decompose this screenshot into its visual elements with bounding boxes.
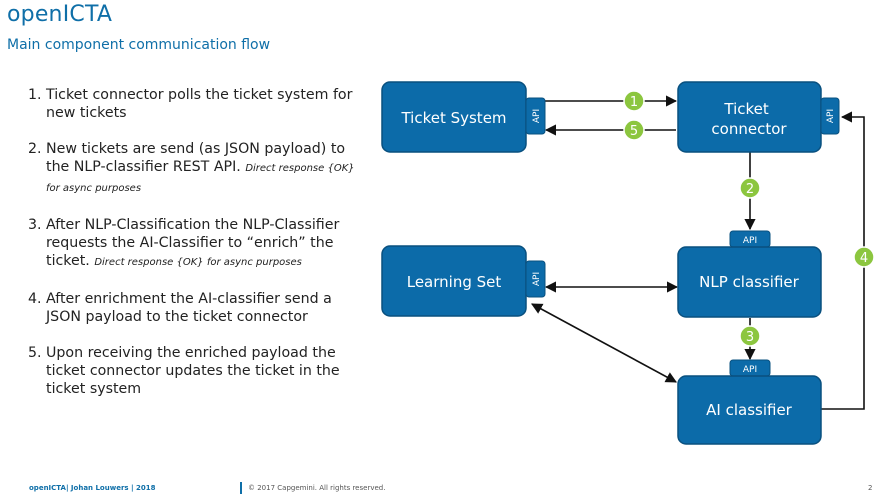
- api-port-label: API: [532, 272, 542, 286]
- step-note: Direct response {OK} for async purposes: [46, 163, 355, 194]
- step-item: 4. After enrichment the AI-classifier se…: [28, 290, 368, 326]
- step-text: New tickets are send (as JSON payload) t…: [46, 140, 368, 198]
- node-nlp-classifier: [677, 246, 822, 318]
- footer-copyright: © 2017 Capgemini. All rights reserved.: [248, 484, 386, 492]
- api-port: [820, 97, 840, 135]
- step-item: 3. After NLP-Classification the NLP-Clas…: [28, 216, 368, 272]
- step-badge-label: 4: [860, 251, 868, 266]
- step-number: 1.: [28, 87, 42, 103]
- api-port-label: API: [743, 236, 757, 246]
- node-nlp-classifier-label: NLP classifier: [699, 273, 799, 291]
- node-ticket-system-label: Ticket System: [400, 109, 506, 127]
- api-port: [525, 260, 546, 298]
- step-item: 5. Upon receiving the enriched payload t…: [28, 344, 368, 398]
- step-item: 1. Ticket connector polls the ticket sys…: [28, 86, 368, 122]
- step-text: Ticket connector polls the ticket system…: [46, 86, 368, 122]
- footer-author: openICTA| Johan Louwers | 2018: [29, 484, 156, 492]
- step-badge-3: 3: [739, 325, 761, 347]
- api-port: [525, 97, 546, 135]
- node-ticket-connector-label: Ticket connector: [711, 100, 787, 138]
- step-text: After NLP-Classification the NLP-Classif…: [46, 216, 368, 272]
- arrow-learning-set-ai: [531, 303, 677, 383]
- step-badge-1: 1: [623, 90, 645, 112]
- step-number: 3.: [28, 217, 42, 233]
- page-subtitle: Main component communication flow: [7, 37, 271, 53]
- step-badge-label: 2: [746, 182, 754, 197]
- step-badge-5: 5: [623, 119, 645, 141]
- step-description: Upon receiving the enriched payload the …: [46, 345, 340, 397]
- api-port-label: API: [532, 109, 542, 123]
- step-description: Ticket connector polls the ticket system…: [46, 87, 353, 121]
- step-number: 4.: [28, 291, 42, 307]
- node-ai-classifier: [677, 375, 822, 445]
- footer-divider: [240, 482, 242, 494]
- step-note: Direct response {OK} for async purposes: [94, 257, 302, 268]
- step-badge-2: 2: [739, 177, 761, 199]
- step-number: 5.: [28, 345, 42, 361]
- page-title: openICTA: [7, 2, 113, 27]
- node-ticket-connector-line1: Ticket: [723, 100, 768, 118]
- step-description: New tickets are send (as JSON payload) t…: [46, 141, 346, 175]
- step-badge-label: 1: [630, 95, 638, 110]
- node-learning-set-label: Learning Set: [407, 273, 502, 291]
- steps-list: 1. Ticket connector polls the ticket sys…: [28, 86, 368, 416]
- step-description: After NLP-Classification the NLP-Classif…: [46, 217, 340, 269]
- node-ticket-connector-line2: connector: [711, 120, 787, 138]
- node-ai-classifier-label: AI classifier: [706, 401, 793, 419]
- step-badge-label: 5: [630, 124, 638, 139]
- step-number: 2.: [28, 141, 42, 157]
- step-text: After enrichment the AI-classifier send …: [46, 290, 368, 326]
- api-port-label: API: [743, 365, 757, 375]
- step-item: 2. New tickets are send (as JSON payload…: [28, 140, 368, 198]
- step-description: After enrichment the AI-classifier send …: [46, 291, 332, 325]
- step-text: Upon receiving the enriched payload the …: [46, 344, 368, 398]
- page-number: 2: [868, 484, 873, 492]
- step-badge-4: 4: [853, 246, 875, 268]
- api-port-label: API: [826, 109, 836, 123]
- step-badge-label: 3: [746, 330, 754, 345]
